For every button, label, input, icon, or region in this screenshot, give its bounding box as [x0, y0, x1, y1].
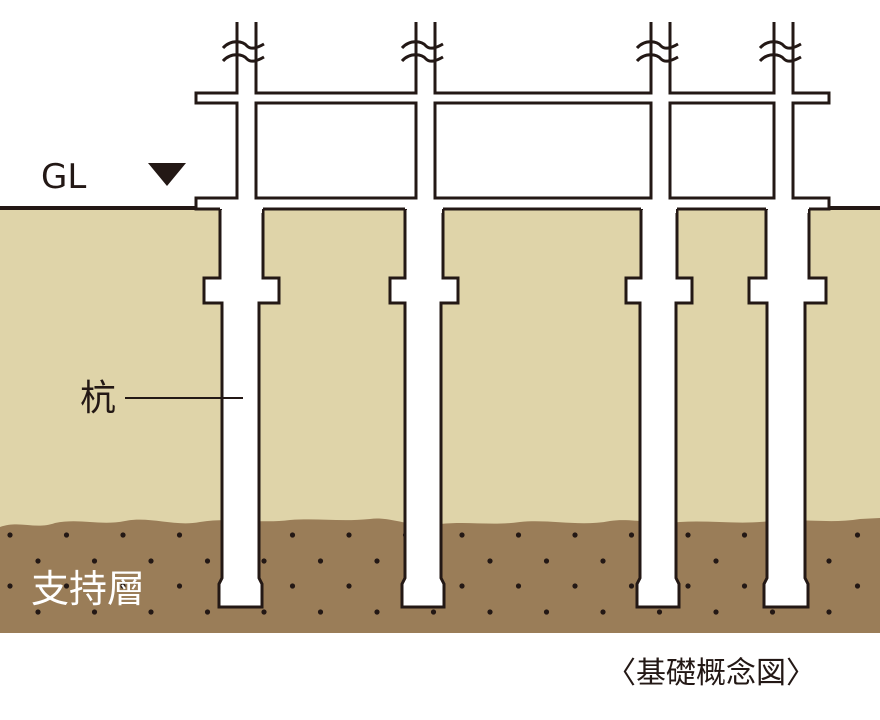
pile-3 [624, 210, 694, 609]
gravel-dot [854, 583, 861, 589]
gravel-dot [459, 583, 465, 589]
gravel-dot [487, 558, 493, 564]
gravel-dot [713, 609, 719, 615]
gravel-dot [459, 532, 465, 538]
gravel-dot [543, 609, 550, 615]
gravel-dot [600, 558, 606, 564]
gravel-dot [91, 609, 98, 615]
gl-label: GL [41, 157, 87, 197]
building-frame [194, 22, 831, 211]
gravel-dot [430, 609, 437, 615]
gravel-dot [7, 532, 13, 538]
gravel-dot [543, 558, 550, 564]
pile-4 [747, 210, 828, 609]
gravel-dot [261, 558, 267, 564]
gravel-dot [346, 532, 352, 538]
gravel-dot [63, 583, 70, 589]
wave-break-icon [400, 40, 444, 50]
wave-break-icon [758, 53, 802, 63]
gravel-dot [656, 609, 663, 615]
gravel-dot [572, 583, 578, 589]
gravel-dot [374, 609, 380, 615]
gravel-dot [176, 532, 183, 538]
gravel-dot [261, 609, 267, 615]
gravel-dot [854, 532, 861, 538]
gravel-dot [685, 532, 691, 538]
wave-break-icon [758, 40, 802, 50]
pile-1 [202, 210, 281, 609]
wave-break-icon [221, 53, 265, 63]
gravel-dot [741, 532, 748, 538]
gravel-dot [769, 609, 776, 615]
gravel-dot [826, 558, 832, 564]
gravel-dot [204, 609, 211, 615]
gravel-dot [515, 532, 522, 538]
gravel-dot [628, 532, 635, 538]
wave-break-icon [635, 53, 679, 63]
gravel-dot [176, 583, 183, 589]
gravel-dot [826, 609, 832, 615]
gravel-dot [346, 583, 352, 589]
piles [202, 210, 828, 609]
triangle-down-icon [148, 163, 186, 186]
gravel-dot [741, 583, 748, 589]
diagram-caption: 〈基礎概念図〉 [606, 656, 816, 691]
gravel-dot [148, 609, 154, 615]
gravel-dot [148, 558, 154, 564]
wave-break-icon [400, 53, 444, 63]
wave-break-icon [221, 40, 802, 63]
gravel-dot [7, 583, 13, 589]
wave-break-icon [221, 40, 265, 50]
gravel-dot [204, 558, 211, 564]
gravel-dot [515, 583, 522, 589]
gravel-dot [317, 558, 324, 564]
bearing-layer-label: 支持層 [31, 567, 146, 611]
gravel-dot [63, 532, 70, 538]
gravel-dot [628, 583, 635, 589]
gravel-dot [120, 583, 126, 589]
pile-label: 杭 [80, 378, 117, 419]
gravel-dot [289, 583, 296, 589]
wave-break-icon [635, 40, 679, 50]
gravel-dot [35, 558, 41, 564]
gravel-dot [289, 532, 296, 538]
gravel-dot [685, 583, 691, 589]
gravel-dot [317, 609, 324, 615]
gravel-dot [35, 609, 41, 615]
pile-2 [388, 210, 460, 609]
gravel-dot [600, 609, 606, 615]
gravel-dot [487, 609, 493, 615]
gravel-dot [120, 532, 126, 538]
gravel-dot [713, 558, 719, 564]
gravel-dot [91, 558, 98, 564]
gravel-dot [374, 558, 380, 564]
gravel-dot [572, 532, 578, 538]
